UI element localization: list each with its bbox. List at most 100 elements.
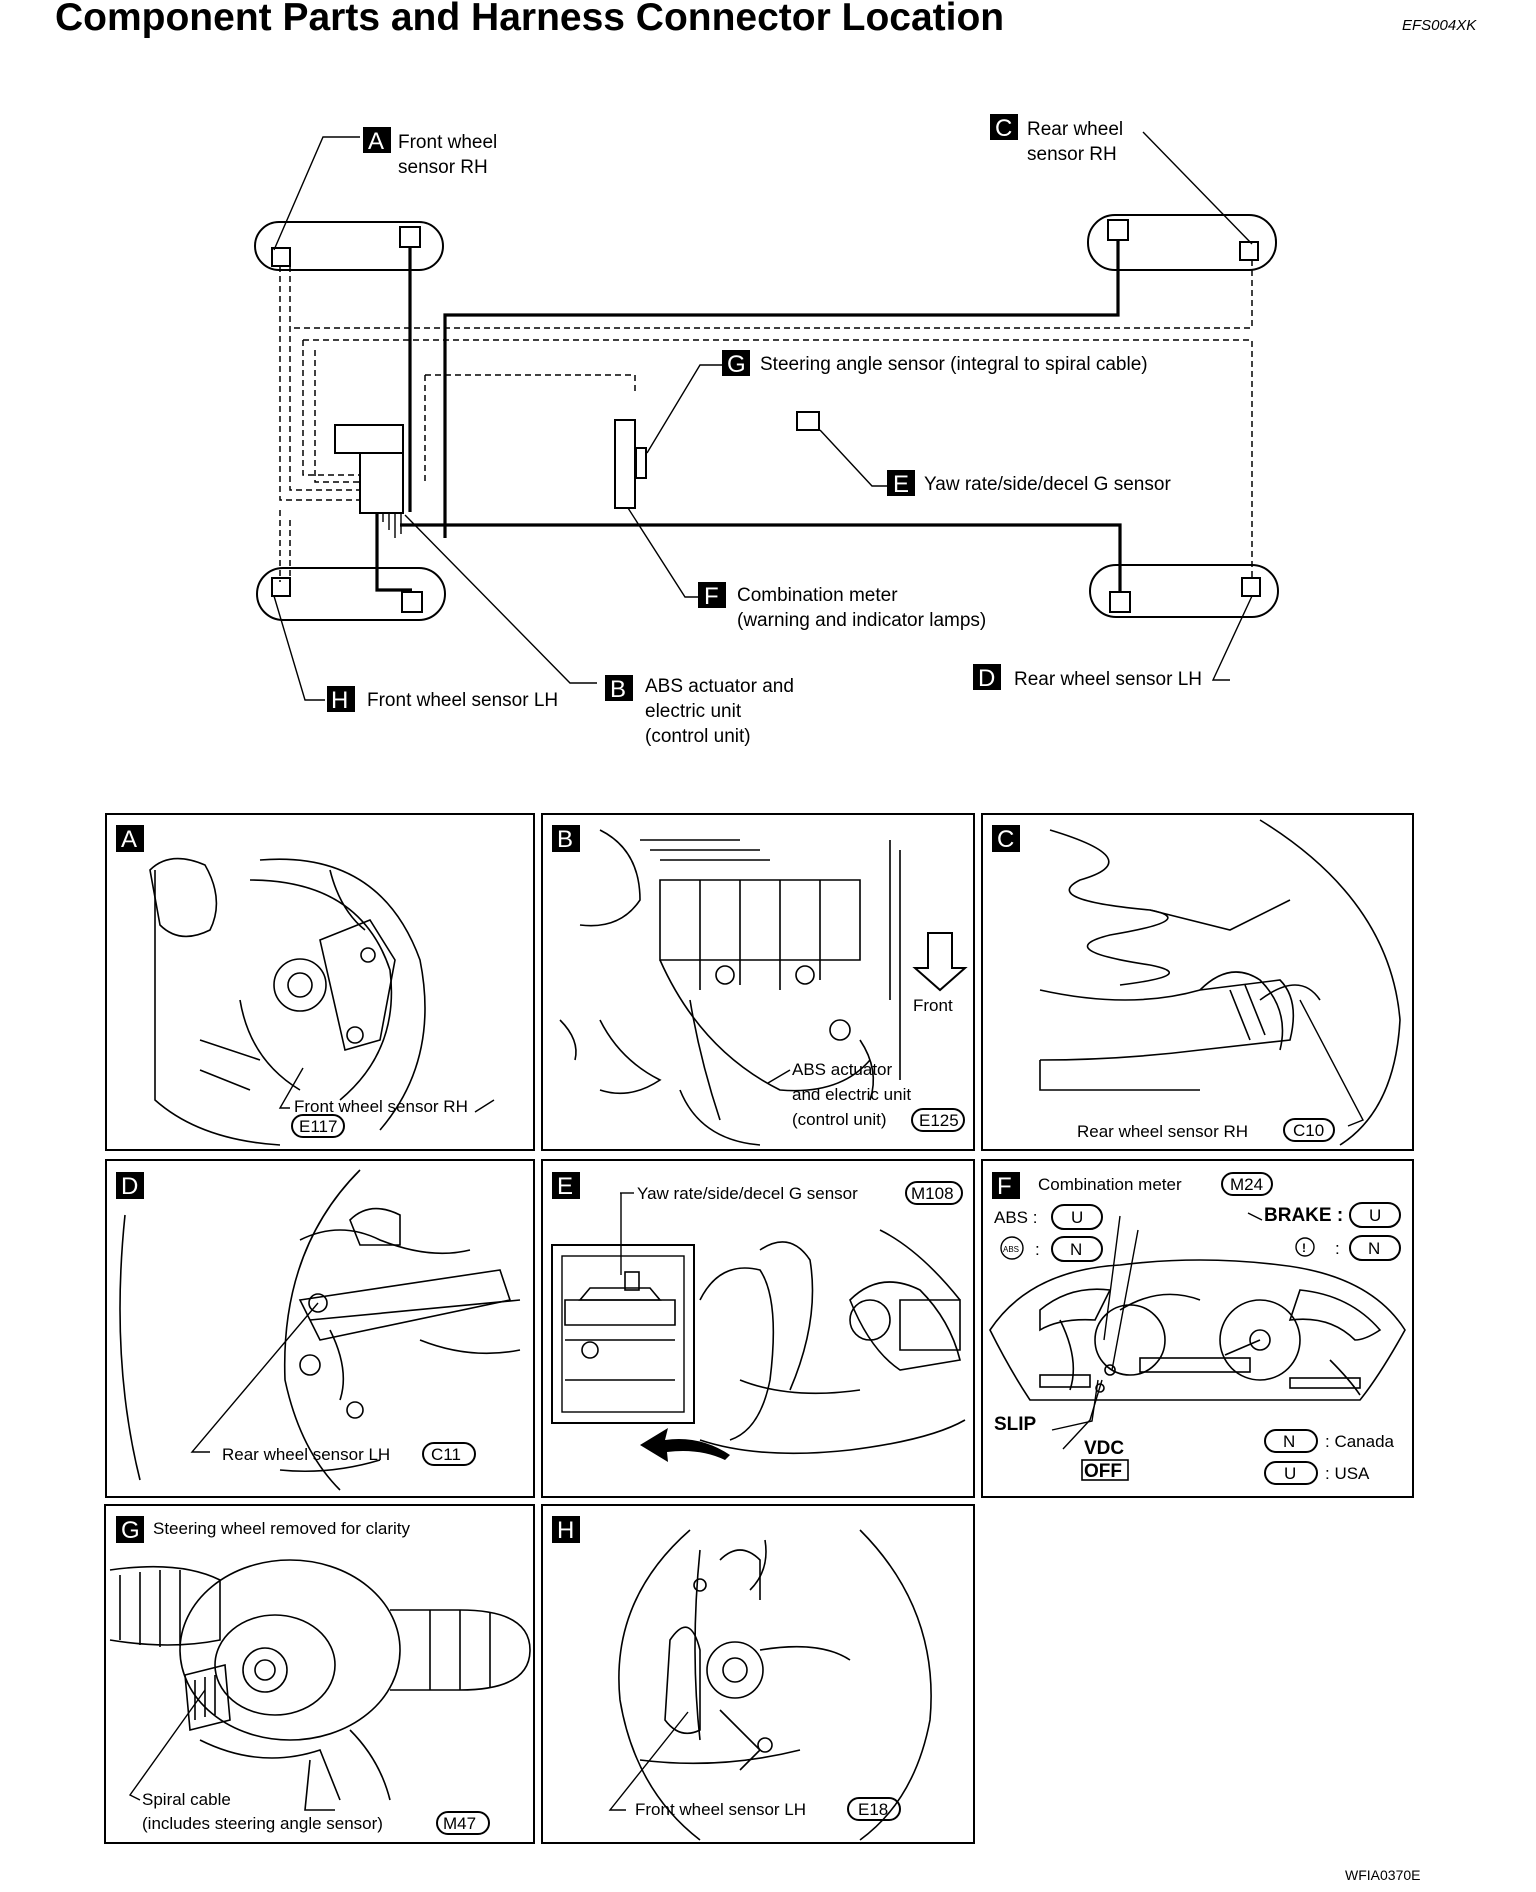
label-rear-wheel-sensor-rh: Rear wheel xyxy=(1027,119,1123,140)
panel-d-letter: D xyxy=(121,1173,138,1200)
sensor-box xyxy=(1107,219,1129,241)
abs-variant-n: N xyxy=(1070,1240,1082,1259)
connector-m47 xyxy=(436,1811,490,1835)
label-combination-meter-line2: (warning and indicator lamps) xyxy=(737,610,986,631)
label-abs-actuator: ABS actuator and xyxy=(645,676,794,697)
label-rear-wheel-sensor-rh-line2: sensor RH xyxy=(1027,144,1117,165)
panel-g-illustration xyxy=(109,1559,531,1811)
label-abs-actuator-line2: electric unit xyxy=(645,701,742,722)
sensor-box xyxy=(399,226,421,248)
abs-icon-label: ABS xyxy=(1003,1245,1019,1254)
label-abs-actuator-line3: (control unit) xyxy=(645,726,751,747)
panel-h-connector: E18 xyxy=(858,1800,888,1819)
abs-label: ABS : xyxy=(994,1208,1037,1227)
label-front-wheel-sensor-lh: Front wheel sensor LH xyxy=(367,690,558,711)
panel-d: D Rear wheel sensor LH C11 xyxy=(105,1159,535,1498)
sensor-box xyxy=(271,577,291,597)
panel-c: C Rear wheel sensor RH C10 xyxy=(981,813,1414,1151)
yaw-sensor-inset xyxy=(551,1244,695,1424)
panel-b-caption: ABS actuator xyxy=(792,1060,893,1079)
label-letter-G: G xyxy=(727,351,746,378)
abs-warning-icon xyxy=(1000,1236,1024,1260)
sensor-box xyxy=(1239,241,1259,261)
panel-e-letter: E xyxy=(557,1173,573,1200)
brake-warning-icon xyxy=(1295,1237,1315,1257)
panel-d-caption: Rear wheel sensor LH xyxy=(222,1445,390,1464)
panel-h-caption: Front wheel sensor LH xyxy=(635,1800,806,1819)
panel-g-caption: Spiral cable xyxy=(142,1790,231,1809)
steering-sensor-box xyxy=(635,447,647,479)
panel-a-caption: Front wheel sensor RH xyxy=(294,1097,468,1116)
connector-m24 xyxy=(1221,1172,1273,1196)
sensor-box xyxy=(1241,577,1261,597)
label-badge-F xyxy=(698,582,726,608)
label-letter-B: B xyxy=(610,676,626,703)
sensor-box xyxy=(1109,591,1131,613)
panel-g-letter: G xyxy=(121,1517,140,1544)
vehicle-overview-diagram xyxy=(254,131,1279,701)
abs-actuator-top xyxy=(334,424,404,454)
panel-b: B Front ABS actuator and electric unit (… xyxy=(541,813,975,1151)
panel-c-illustration xyxy=(1039,819,1401,1146)
panel-a: A Front wheel sensor RH E117 xyxy=(105,813,535,1151)
wheel-front-rh xyxy=(254,221,444,271)
panel-a-illustration xyxy=(149,857,426,1146)
direction-arrow-icon xyxy=(640,1428,730,1462)
legend-canada: : Canada xyxy=(1325,1432,1395,1451)
combination-meter-illustration xyxy=(989,1259,1406,1401)
front-arrow-icon xyxy=(912,932,968,992)
panel-f-caption: Combination meter xyxy=(1038,1175,1182,1194)
label-letter-H: H xyxy=(331,687,348,714)
connector-e125 xyxy=(911,1108,965,1132)
slip-indicator-label: SLIP xyxy=(994,1414,1037,1435)
panel-f: F Combination meter M24 ABS : U ABS : N … xyxy=(981,1159,1414,1498)
brake-icon-colon: : xyxy=(1335,1239,1340,1258)
panel-h: H Front wheel sensor LH E18 xyxy=(541,1504,975,1844)
abs-variant-u: U xyxy=(1071,1208,1083,1227)
panel-a-connector: E117 xyxy=(299,1117,337,1136)
figure-code: WFIA0370E xyxy=(1345,1867,1420,1883)
panel-c-letter: C xyxy=(997,826,1014,853)
label-letter-A: A xyxy=(368,128,384,155)
panel-d-illustration xyxy=(119,1169,521,1491)
combination-meter-box xyxy=(614,419,636,509)
panel-b-caption-line2: and electric unit xyxy=(792,1085,911,1104)
brake-label: BRAKE : xyxy=(1264,1205,1343,1226)
connector-e18 xyxy=(847,1797,901,1821)
panel-c-caption: Rear wheel sensor RH xyxy=(1077,1122,1248,1141)
panel-e: E Yaw rate/side/decel G sensor M108 xyxy=(541,1159,975,1498)
connector-m108 xyxy=(905,1181,963,1205)
abs-actuator-body xyxy=(359,452,404,514)
panel-c-connector: C10 xyxy=(1293,1121,1324,1140)
panel-h-letter: H xyxy=(557,1517,574,1544)
page-title: Component Parts and Harness Connector Lo… xyxy=(55,0,1004,39)
label-badge-B xyxy=(605,675,633,701)
panel-b-direction-label: Front xyxy=(913,996,953,1015)
panel-e-connector: M108 xyxy=(911,1184,954,1203)
panel-f-connector: M24 xyxy=(1230,1175,1263,1194)
label-rear-wheel-sensor-lh: Rear wheel sensor LH xyxy=(1014,669,1202,690)
wheel-front-lh xyxy=(256,567,446,621)
connector-c10 xyxy=(1283,1118,1335,1142)
panel-b-letter: B xyxy=(557,826,573,853)
panel-g-caption-line2: (includes steering angle sensor) xyxy=(142,1814,383,1833)
label-badge-A xyxy=(363,127,391,153)
label-steering-angle-sensor: Steering angle sensor (integral to spira… xyxy=(760,354,1148,375)
legend-usa: : USA xyxy=(1325,1464,1370,1483)
sensor-box xyxy=(401,591,423,613)
panel-f-letter: F xyxy=(997,1173,1012,1200)
yaw-sensor-box xyxy=(796,411,820,431)
label-letter-C: C xyxy=(995,115,1012,142)
panel-e-caption: Yaw rate/side/decel G sensor xyxy=(637,1184,858,1203)
wheel-rear-rh xyxy=(1087,214,1277,271)
brake-variant-n: N xyxy=(1368,1239,1380,1258)
legend-key-n: N xyxy=(1283,1432,1295,1451)
wheel-rear-lh xyxy=(1089,564,1279,618)
vdc-label: VDC xyxy=(1084,1438,1124,1459)
doc-code: EFS004XK xyxy=(1402,17,1477,34)
label-badge-H xyxy=(327,686,355,712)
brake-variant-u: U xyxy=(1369,1206,1381,1225)
label-badge-D xyxy=(973,664,1001,690)
panel-e-illustration xyxy=(564,1229,966,1455)
panel-a-letter: A xyxy=(121,826,137,853)
